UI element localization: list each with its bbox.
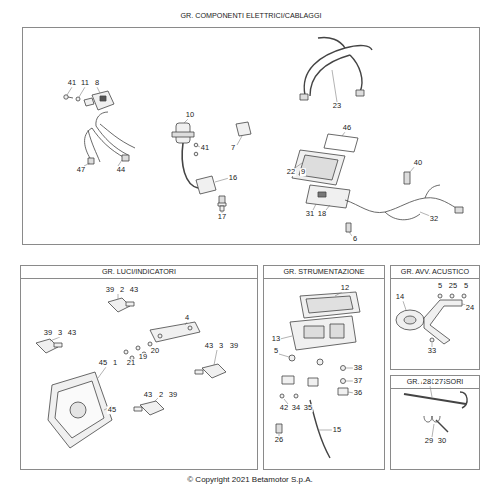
ecu-unit bbox=[292, 134, 358, 208]
panel-frame bbox=[22, 27, 480, 245]
callout-number: 43 bbox=[204, 342, 214, 350]
panel-frame bbox=[390, 265, 480, 370]
callout-number: 39 bbox=[229, 342, 239, 350]
callout-number: 29 bbox=[424, 437, 434, 445]
group-title: GR. STRUMENTAZIONE bbox=[263, 265, 385, 279]
group-title: GR. AVV. ACUSTICO bbox=[390, 265, 480, 279]
headlight-bracket bbox=[150, 322, 200, 342]
callout-number: 2 bbox=[119, 286, 125, 294]
callout-number: 24 bbox=[465, 304, 475, 312]
callout-number: 46 bbox=[342, 124, 352, 132]
spark-plug bbox=[218, 196, 226, 211]
group-title: GR. LUCI/INDICATORI bbox=[20, 265, 258, 279]
relay bbox=[236, 122, 251, 136]
callout-number: 43 bbox=[143, 391, 153, 399]
callout-number: 45 bbox=[98, 359, 108, 367]
callout-number: 44 bbox=[116, 166, 126, 174]
callout-number: 39 bbox=[43, 329, 53, 337]
callout-number: 35 bbox=[303, 404, 313, 412]
group-panel: GR. STRUMENTAZIONE bbox=[263, 265, 385, 470]
leader-lines bbox=[50, 70, 467, 437]
callout-number: 45 bbox=[107, 406, 117, 414]
headlight bbox=[48, 372, 112, 448]
callout-number: 20 bbox=[150, 347, 160, 355]
callout-number: 13 bbox=[271, 335, 281, 343]
callout-number: 6 bbox=[352, 235, 358, 243]
callout-number: 5 bbox=[463, 282, 469, 290]
group-panel: GR. LUCI/INDICATORI bbox=[20, 265, 258, 470]
callout-number: 39 bbox=[168, 391, 178, 399]
callout-number: 12 bbox=[340, 284, 350, 292]
panel-frame bbox=[263, 265, 385, 470]
callout-number: 22 bbox=[286, 168, 296, 176]
callout-number: 43 bbox=[129, 286, 139, 294]
callout-number: 32 bbox=[429, 215, 439, 223]
fuse-harness bbox=[345, 172, 463, 232]
callout-number: 43 bbox=[67, 329, 77, 337]
callout-number: 30 bbox=[437, 437, 447, 445]
callout-number: 26 bbox=[274, 436, 284, 444]
callout-number: 16 bbox=[228, 174, 238, 182]
callout-number: 4 bbox=[184, 314, 190, 322]
callout-number: 7 bbox=[230, 144, 236, 152]
callout-number: 11 bbox=[80, 79, 90, 87]
callout-number: 25 bbox=[448, 282, 458, 290]
callout-number: 39 bbox=[105, 286, 115, 294]
wiring-harness bbox=[85, 112, 135, 164]
small-hardware bbox=[124, 342, 152, 360]
callout-number: 10 bbox=[185, 111, 195, 119]
callout-number: 40 bbox=[413, 159, 423, 167]
callout-number: 41 bbox=[67, 79, 77, 87]
copyright-caption: © Copyright 2021 Betamotor S.p.A. bbox=[0, 475, 500, 485]
callout-number: 41 bbox=[200, 144, 210, 152]
callout-number: 38 bbox=[353, 364, 363, 372]
main-harness bbox=[300, 37, 372, 100]
group-panel: GR. ACCESSORI bbox=[390, 375, 480, 470]
callout-number: 42 bbox=[279, 404, 289, 412]
callout-number: 15 bbox=[332, 426, 342, 434]
handlebar-switch bbox=[64, 91, 114, 110]
instrument-cluster bbox=[290, 292, 360, 350]
callout-number: 47 bbox=[76, 166, 86, 174]
callout-number: 21 bbox=[126, 359, 136, 367]
group-panel: GR. COMPONENTI ELETTRICI/CABLAGGI bbox=[22, 10, 480, 245]
callout-number: 33 bbox=[427, 347, 437, 355]
callout-number: 3 bbox=[218, 342, 224, 350]
turn-indicator bbox=[36, 298, 226, 415]
instrument-hardware bbox=[280, 355, 348, 398]
callout-number: 9 bbox=[300, 168, 306, 176]
callout-number: 5 bbox=[437, 282, 443, 290]
callout-number: 34 bbox=[291, 404, 301, 412]
callout-number: 2 bbox=[158, 391, 164, 399]
group-panel: GR. AVV. ACUSTICO bbox=[390, 265, 480, 370]
speedo-cable bbox=[276, 400, 330, 458]
group-title: GR. COMPONENTI ELETTRICI/CABLAGGI bbox=[22, 10, 480, 22]
callout-number: 14 bbox=[395, 293, 405, 301]
callout-number: 37 bbox=[353, 377, 363, 385]
callout-number: 18 bbox=[317, 210, 327, 218]
callout-number: 19 bbox=[138, 353, 148, 361]
panel-frame bbox=[390, 375, 480, 470]
callout-number: 23 bbox=[332, 102, 342, 110]
callout-number: 17 bbox=[217, 213, 227, 221]
callout-number: 5 bbox=[273, 347, 279, 355]
callout-number: 3 bbox=[57, 329, 63, 337]
callout-number: 1 bbox=[112, 359, 118, 367]
panel-frame bbox=[20, 265, 258, 470]
group-title: GR. ACCESSORI bbox=[390, 375, 480, 389]
callout-number: 31 bbox=[305, 210, 315, 218]
callout-number: 8 bbox=[94, 79, 100, 87]
horn bbox=[396, 294, 466, 344]
callout-number: 36 bbox=[353, 389, 363, 397]
ignition-coil bbox=[172, 123, 216, 194]
accessories bbox=[404, 392, 467, 432]
